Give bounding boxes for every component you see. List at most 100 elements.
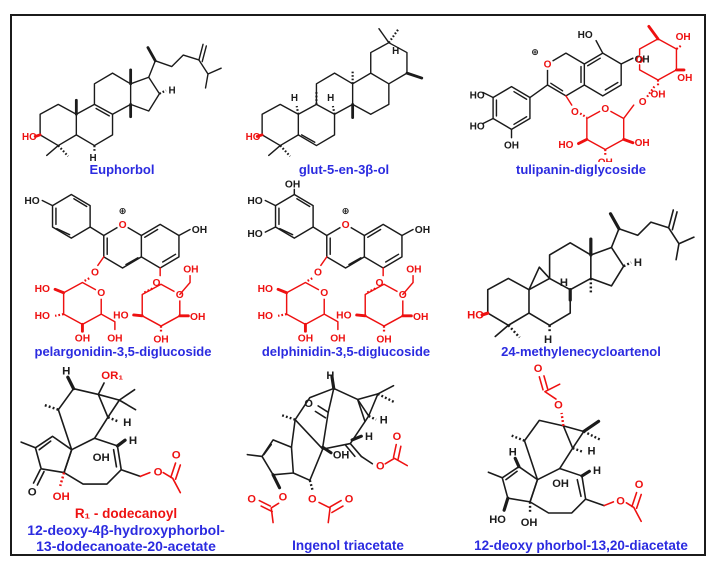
atom-label-h: H xyxy=(380,414,388,426)
ester-o: O xyxy=(554,399,563,411)
atom-label-oh: OH xyxy=(75,333,90,344)
deoxyphorbol-acetate-bottom: O O xyxy=(603,479,644,523)
delphinidin-label: delphinidin-3,5-diglucoside xyxy=(261,344,431,359)
glucose-ring-o: O xyxy=(601,104,609,115)
atom-label-ho: HO xyxy=(258,311,273,322)
euphorbol-ho-bond xyxy=(33,133,42,138)
carbonyl-o: O xyxy=(534,363,543,375)
ketone-o: O xyxy=(28,486,37,498)
flavylium-o-mask xyxy=(541,58,554,70)
ingenol-triacetate-label: Ingenol triacetate xyxy=(292,538,404,553)
flavylium-o-mask xyxy=(116,218,129,231)
tulipanin-flavylium-skeleton xyxy=(482,39,634,139)
atom-label-h: H xyxy=(62,365,70,377)
pelargonidin-glucoside-left: O O HO HO OH OH xyxy=(35,256,123,344)
delphinidin-flavylium-skeleton xyxy=(264,188,414,269)
atom-label-oh: OH xyxy=(598,157,613,162)
pelargonidin-structure: O ⊕ HO OH O O HO HO OH OH xyxy=(14,180,232,344)
atom-label-ho: HO xyxy=(578,30,593,41)
flavylium-o-plus: O xyxy=(544,59,552,70)
atom-label-oh: OH xyxy=(190,312,205,323)
ingenol-skeleton xyxy=(246,384,395,482)
atom-label-ho: HO xyxy=(336,310,351,321)
methylenecycloartenol-ho-bond xyxy=(480,311,490,317)
methylenecycloartenol-label: 24-methylenecycloartenol xyxy=(501,344,661,359)
ester-o: O xyxy=(308,493,317,505)
atom-label-oh: OH xyxy=(53,491,70,503)
atom-label-h: H xyxy=(291,93,298,104)
atom-label-h: H xyxy=(593,465,601,477)
ingenol-acetate-center: O O xyxy=(308,493,354,524)
hydroxyphorbol-skeleton xyxy=(20,382,142,486)
atom-label-oh: OH xyxy=(406,264,421,275)
carbonyl-o: O xyxy=(345,493,354,505)
euphorbol-skeleton xyxy=(39,43,222,157)
atom-label-oh: OH xyxy=(635,138,650,149)
euphorbol-stereo-bonds xyxy=(57,46,167,157)
compound-cell-pelargonidin: O ⊕ HO OH O O HO HO OH OH xyxy=(14,180,232,360)
plus-charge-icon: ⊕ xyxy=(119,205,127,216)
deoxyphorbol-diacetate-structure: H H H OH HO OH O O O O xyxy=(458,362,704,538)
ester-o: O xyxy=(616,496,625,508)
atom-label-ho: HO xyxy=(246,132,261,143)
glycosidic-o: O xyxy=(91,268,99,279)
delphinidin-glucoside-left: O O HO HO OH OH xyxy=(258,256,346,344)
atom-label-oh: OH xyxy=(376,334,391,344)
delphinidin-structure-svg: O ⊕ OH HO HO OH O O HO HO OH OH xyxy=(247,180,430,344)
atom-label-ho: HO xyxy=(24,196,39,207)
atom-label-ho: HO xyxy=(35,284,50,295)
atom-label-oh: OH xyxy=(552,478,569,490)
hydroxyphorbol-acetate: O O xyxy=(139,449,182,494)
atom-label-ho: HO xyxy=(247,196,262,207)
flavylium-o-plus: O xyxy=(119,220,127,231)
atom-label-oh: OH xyxy=(676,32,691,43)
atom-label-oh: OH xyxy=(521,517,538,529)
euphorbol-structure: HO H H xyxy=(14,18,230,162)
atom-label-oh: OH xyxy=(635,54,650,65)
carbonyl-o: O xyxy=(172,449,181,461)
atom-label-oh: OH xyxy=(285,180,300,191)
euphorbol-label: Euphorbol xyxy=(89,162,155,177)
linker-o: O xyxy=(639,97,647,108)
pelargonidin-structure-svg: O ⊕ HO OH O O HO HO OH OH xyxy=(24,193,207,344)
hydroxyphorbol-ester-structure-svg: O OH OH H H H OR₁ O O xyxy=(20,365,182,503)
atom-label-ho: HO xyxy=(22,132,37,143)
methylenecycloartenol-structure: HO H H H xyxy=(460,180,702,344)
atom-label-h: H xyxy=(327,93,334,104)
deoxyphorbol-diacetate-structure-svg: H H H OH HO OH O O O O xyxy=(487,363,644,529)
substituent-note: R₁ - dodecanoyl xyxy=(74,506,178,521)
hydroxyphorbol-stereo-bonds xyxy=(43,375,127,487)
atom-label-oh: OH xyxy=(413,312,428,323)
pelargonidin-label: pelargonidin-3,5-diglucoside xyxy=(34,344,212,359)
atom-label-oh: OH xyxy=(504,141,519,152)
atom-label-ho: HO xyxy=(35,311,50,322)
atom-label-h: H xyxy=(392,46,399,57)
deoxyphorbol-diacetate-label: 12-deoxy phorbol-13,20-diacetate xyxy=(474,538,688,553)
euphorbol-structure-svg: HO H H xyxy=(22,43,222,162)
glutenol-structure-svg: HO H H H xyxy=(246,27,424,157)
carbonyl-o: O xyxy=(635,479,644,491)
tulipanin-label: tulipanin-diglycoside xyxy=(515,162,646,177)
compound-cell-delphinidin: O ⊕ OH HO HO OH O O HO HO OH OH xyxy=(234,180,458,360)
plus-charge-icon: ⊕ xyxy=(342,205,350,216)
ester-o: O xyxy=(279,492,288,504)
atom-label-h: H xyxy=(89,153,96,162)
glycosidic-o: O xyxy=(152,278,160,289)
atom-label-h: H xyxy=(544,334,552,344)
atom-label-oh: OH xyxy=(415,225,430,236)
pelargonidin-flavylium-skeleton xyxy=(41,193,191,269)
glutenol-skeleton xyxy=(261,27,408,157)
plus-charge-icon: ⊕ xyxy=(531,47,539,57)
compound-cell-ingenol-triacetate: O H H H OH O O O O O O xyxy=(240,362,456,554)
atom-label-oh: OH xyxy=(330,333,345,344)
ester-o: O xyxy=(154,466,163,478)
atom-label-ho: HO xyxy=(470,121,485,132)
atom-label-oh: OH xyxy=(153,334,168,344)
rhamnose-ring-o: O xyxy=(636,55,644,66)
glycosidic-o: O xyxy=(314,268,322,279)
atom-label-oh: OH xyxy=(650,90,665,101)
atom-label-ho: HO xyxy=(113,310,128,321)
atom-label-oh: OH xyxy=(183,264,198,275)
compound-cell-deoxyphorbol-diacetate: H H H OH HO OH O O O O 12-deoxy phorbol-… xyxy=(458,362,704,554)
